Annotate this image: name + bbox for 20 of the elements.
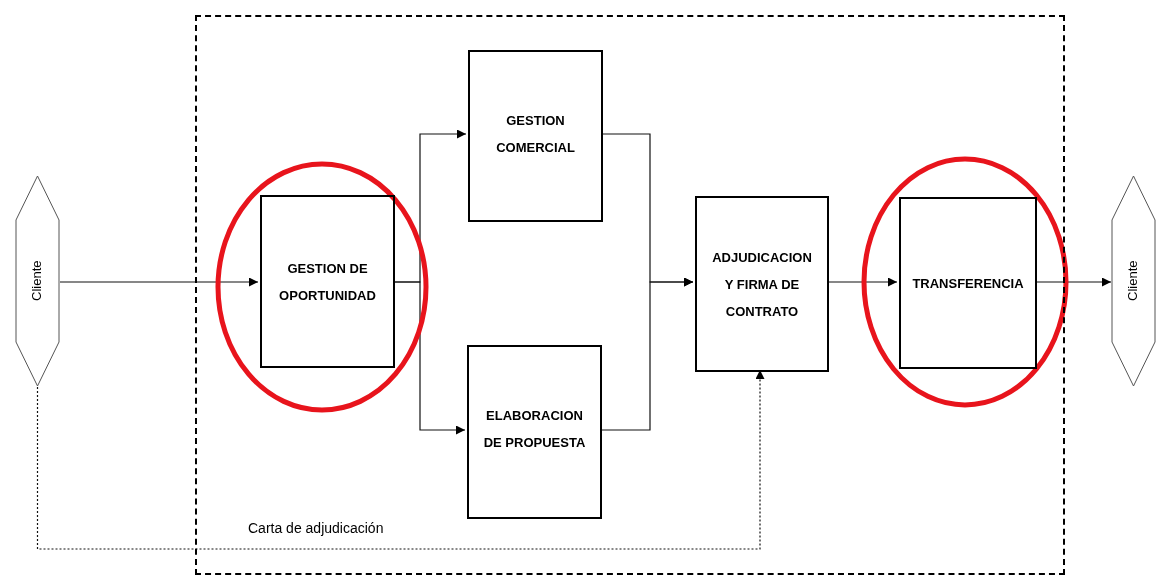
process-label: ADJUDICACION Y FIRMA DE CONTRATO [711, 248, 813, 321]
arrow [599, 277, 694, 431]
process-box [260, 195, 395, 368]
process-box [899, 197, 1037, 369]
actor-hexagon [1111, 175, 1156, 387]
arrow [59, 277, 259, 287]
arrow [392, 281, 466, 435]
arrow [1034, 277, 1112, 287]
actor-label: Cliente [28, 260, 46, 302]
process-label: TRANSFERENCIA [911, 274, 1025, 293]
dashed-arrow [36, 369, 765, 550]
arrow [826, 277, 898, 287]
actor-hexagon [15, 175, 60, 387]
process-label: GESTION COMERCIAL [495, 112, 576, 157]
process-label: ELABORACION DE PROPUESTA [482, 407, 587, 452]
process-label: GESTION DE OPORTUNIDAD [278, 259, 377, 305]
actor-label: Cliente [1124, 260, 1142, 302]
process-box [468, 50, 603, 222]
process-box [467, 345, 602, 519]
process-box [695, 196, 829, 372]
